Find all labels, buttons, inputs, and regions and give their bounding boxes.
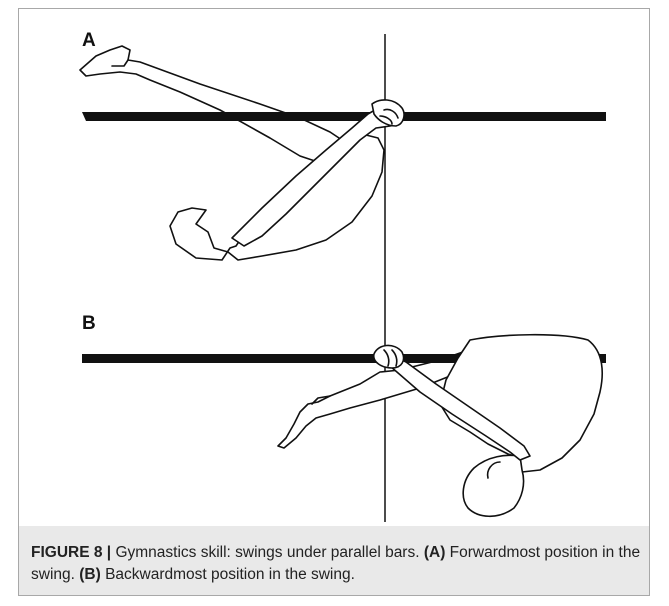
caption-part-b-text: Backwardmost position in the swing.	[101, 566, 355, 583]
caption-box: FIGURE 8 | Gymnastics skill: swings unde…	[19, 526, 649, 595]
caption-part-a-label: (A)	[424, 544, 446, 561]
caption-title: Gymnastics skill: swings under parallel …	[111, 544, 424, 561]
panel-a-label: A	[82, 30, 96, 52]
panel-a-drawing	[80, 46, 345, 162]
bar-a	[86, 112, 606, 121]
caption-part-b-label: (B)	[79, 566, 101, 583]
panel-a-legs	[80, 46, 345, 162]
panel-b-label: B	[82, 313, 96, 335]
figure-number: FIGURE 8 |	[31, 544, 111, 561]
figure-caption: FIGURE 8 | Gymnastics skill: swings unde…	[31, 542, 641, 586]
